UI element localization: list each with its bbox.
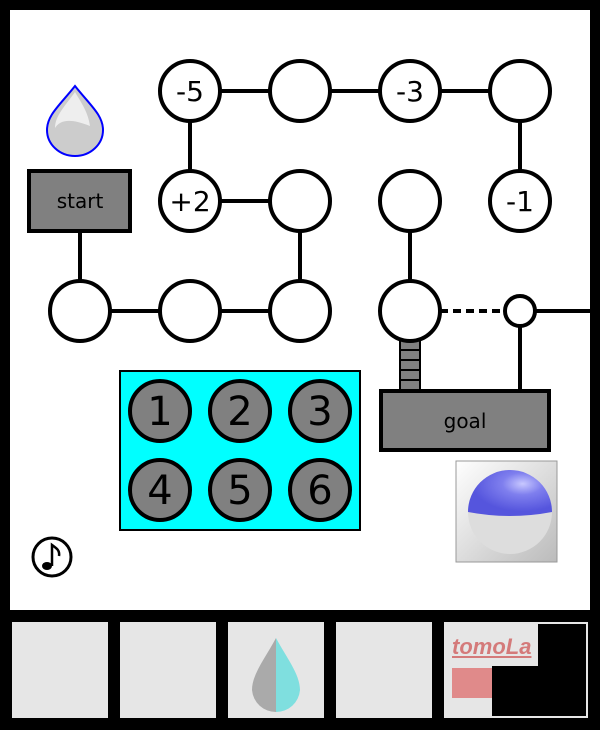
board-node[interactable] — [378, 279, 442, 343]
start-label: start — [57, 189, 104, 213]
die-button-2[interactable]: 2 — [208, 379, 272, 443]
inventory-slot-3[interactable] — [228, 622, 324, 718]
die-button-3[interactable]: 3 — [288, 379, 352, 443]
board-node[interactable]: +2 — [158, 169, 222, 233]
die-label: 2 — [227, 389, 252, 435]
inventory-slot-4[interactable] — [336, 622, 432, 718]
board-node[interactable] — [268, 279, 332, 343]
board-node[interactable] — [158, 279, 222, 343]
goal-box[interactable]: goal — [379, 389, 551, 452]
board-node[interactable]: -3 — [378, 59, 442, 123]
inventory-slot-2[interactable] — [120, 622, 216, 718]
music-note-icon[interactable] — [31, 536, 73, 578]
water-drop-icon[interactable] — [45, 84, 105, 157]
node-label: -1 — [506, 185, 534, 218]
board-node[interactable] — [268, 59, 332, 123]
start-box[interactable]: start — [27, 169, 132, 233]
ladder — [399, 339, 421, 393]
junction-node[interactable] — [503, 294, 537, 328]
board-node[interactable] — [378, 169, 442, 233]
die-label: 5 — [227, 468, 252, 514]
die-button-1[interactable]: 1 — [128, 379, 192, 443]
board-node[interactable]: -5 — [158, 59, 222, 123]
board-node[interactable] — [48, 279, 112, 343]
node-label: +2 — [169, 185, 210, 218]
node-label: -5 — [176, 75, 204, 108]
die-label: 3 — [307, 389, 332, 435]
goal-label: goal — [444, 409, 487, 433]
board-node[interactable]: -1 — [488, 169, 552, 233]
ball-item[interactable] — [455, 460, 558, 563]
die-label: 4 — [147, 468, 172, 514]
logo-panel: tomoLa — [444, 622, 588, 718]
tomola-logo: tomoLa — [452, 634, 532, 659]
die-button-4[interactable]: 4 — [128, 458, 192, 522]
inventory-slot-1[interactable] — [12, 622, 108, 718]
board-node[interactable] — [488, 59, 552, 123]
node-label: -3 — [396, 75, 424, 108]
die-label: 6 — [307, 468, 332, 514]
board-node[interactable] — [268, 169, 332, 233]
half-water-drop-icon — [252, 638, 300, 713]
die-button-5[interactable]: 5 — [208, 458, 272, 522]
die-button-6[interactable]: 6 — [288, 458, 352, 522]
die-label: 1 — [147, 389, 172, 435]
